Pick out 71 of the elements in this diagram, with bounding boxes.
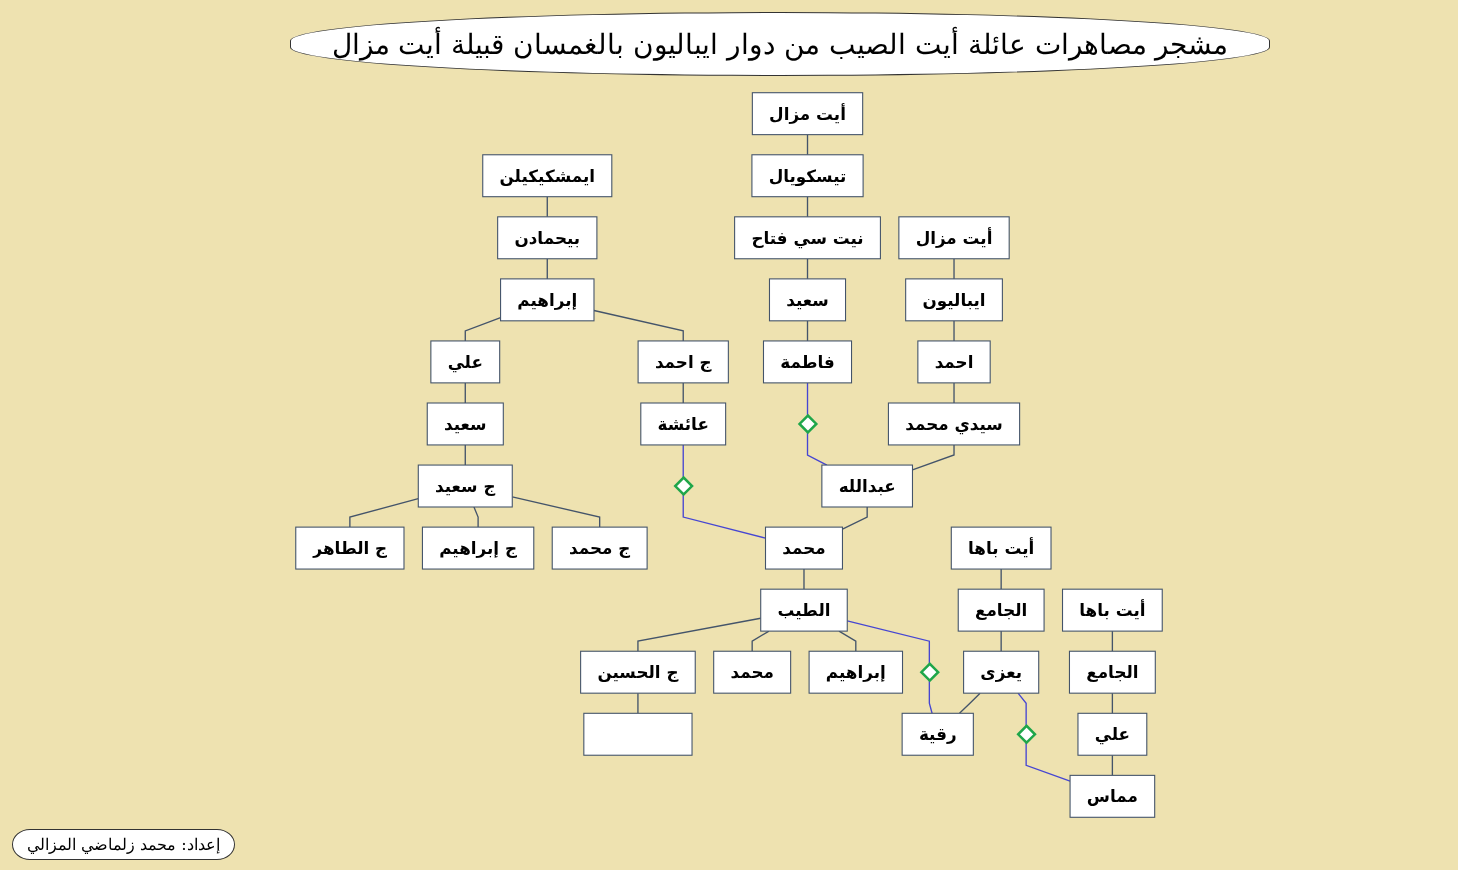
node-box: سعيد: [768, 278, 847, 322]
connector: [1111, 754, 1114, 777]
node-box: أيت مزال: [751, 92, 864, 136]
connector: [464, 444, 466, 466]
connector: [751, 630, 770, 652]
node-box: أيت باها: [950, 526, 1052, 570]
connector: [1111, 630, 1114, 652]
node-box: ج احمد: [637, 340, 729, 384]
node-box: ج الحسين: [580, 650, 696, 694]
node-box: تيسكويال: [751, 154, 864, 198]
node-box: الجامع: [1068, 650, 1156, 694]
connector: [806, 196, 809, 218]
node-box: احمد: [917, 340, 991, 384]
node-box: سعيد: [426, 402, 504, 446]
connector: [803, 568, 805, 590]
node-diamond: [919, 662, 940, 683]
connector: [1025, 742, 1071, 782]
node-box: ايباليون: [905, 278, 1003, 322]
node-box: علي: [430, 340, 501, 384]
node-box: ايمشكيكيلن: [482, 154, 613, 198]
node-box: عبدالله: [821, 464, 913, 508]
node-box: [583, 712, 693, 756]
connector: [546, 196, 548, 218]
connector: [464, 382, 466, 404]
node-box: رقية: [901, 712, 974, 756]
connector: [838, 630, 857, 652]
node-box: يعزى: [963, 650, 1040, 694]
connector: [928, 679, 933, 714]
node-box: ج الطاهر: [295, 526, 405, 570]
node-diamond: [1016, 724, 1037, 745]
connector: [953, 382, 955, 404]
connector: [473, 506, 479, 528]
connector: [953, 320, 955, 342]
node-box: سيدي محمد: [887, 402, 1021, 446]
node-box: فاطمة: [762, 340, 853, 384]
node-box: إبراهيم: [808, 650, 904, 694]
connector: [1000, 630, 1002, 652]
node-diamond: [673, 475, 694, 497]
connector: [682, 382, 684, 404]
connector: [1000, 568, 1002, 590]
node-box: أيت مزال: [898, 216, 1010, 260]
node-box: ج محمد: [551, 526, 648, 570]
connector: [546, 258, 548, 280]
connector: [806, 382, 809, 417]
connector: [806, 133, 809, 156]
connector: [806, 258, 809, 280]
node-box: الطيب: [760, 588, 848, 632]
connector: [806, 320, 809, 342]
node-box: مماس: [1069, 774, 1156, 818]
connector: [349, 498, 419, 528]
connector: [637, 692, 639, 714]
connector: [953, 258, 955, 280]
node-box: بيحمادن: [497, 216, 598, 260]
connector: [682, 444, 684, 479]
connector: [1017, 692, 1027, 727]
node-diamond: [797, 413, 819, 435]
node-box: محمد: [713, 650, 792, 694]
node-box: إبراهيم: [500, 278, 595, 322]
node-box: أيت باها: [1061, 588, 1163, 632]
title: مشجر مصاهرات عائلة أيت الصيب من دوار ايباليون بالغمسان قبيلة أيت مزال: [290, 12, 1270, 76]
node-box: نيت سي فتاح: [734, 216, 881, 260]
node-box: محمد: [764, 526, 843, 570]
connector: [958, 692, 981, 714]
node-box: الجامع: [957, 588, 1045, 632]
node-box: ج إبراهيم: [421, 526, 535, 570]
node-box: عائشة: [640, 402, 727, 446]
node-box: علي: [1077, 712, 1148, 756]
credit-note: إعداد: محمد زلماضي المزالي: [12, 829, 235, 860]
connector: [593, 309, 684, 342]
node-box: ج سعيد: [417, 464, 513, 508]
connector: [1111, 692, 1114, 714]
